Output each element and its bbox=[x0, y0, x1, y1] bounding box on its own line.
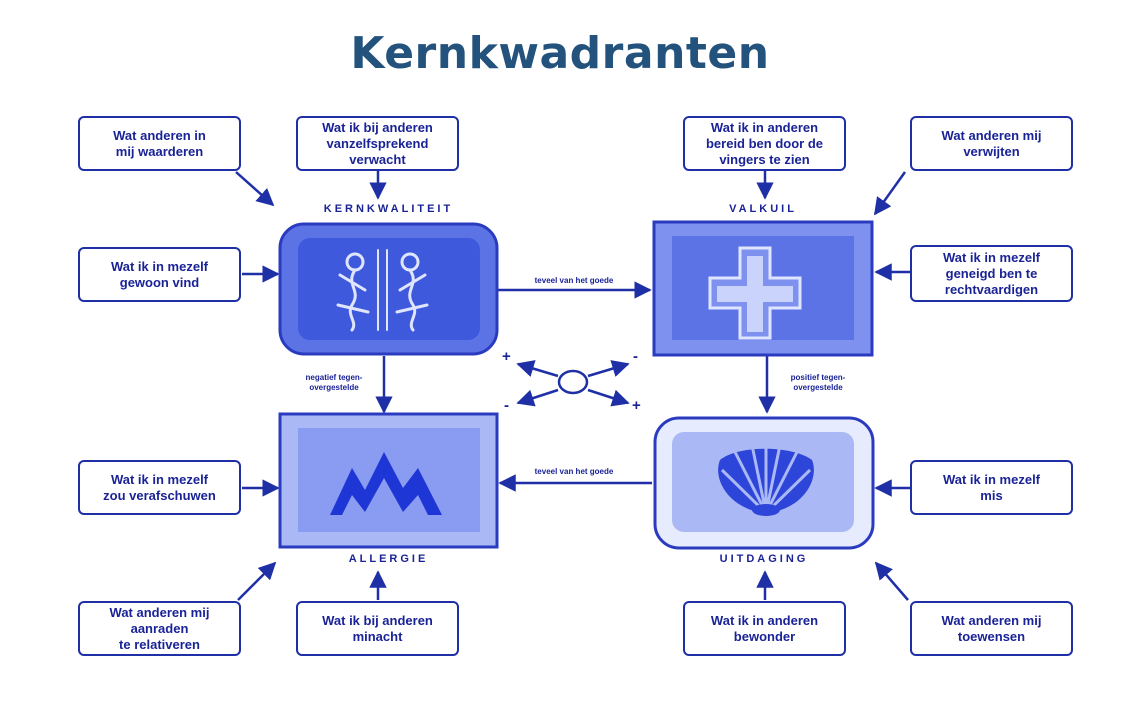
box-wat-anderen-in-mij-waarderen: Wat anderen in mij waarderen bbox=[78, 116, 241, 171]
box-wat-ik-bij-anderen-vanzelfsprekend: Wat ik bij anderen vanzelfsprekend verwa… bbox=[296, 116, 459, 171]
gemini-twins-icon bbox=[336, 249, 429, 332]
box-wat-anderen-mij-verwijten: Wat anderen mij verwijten bbox=[910, 116, 1073, 171]
box-wat-ik-bij-anderen-minacht: Wat ik bij anderen minacht bbox=[296, 601, 459, 656]
sign-plus-top-left: + bbox=[502, 348, 511, 365]
box-wat-ik-in-anderen-bereid: Wat ik in anderen bereid ben door de vin… bbox=[683, 116, 846, 171]
sign-minus-top-right: - bbox=[633, 348, 638, 365]
quadrant-label-allergie: ALLERGIE bbox=[348, 553, 429, 565]
box-wat-ik-in-anderen-bewonder: Wat ik in anderen bewonder bbox=[683, 601, 846, 656]
box-wat-ik-in-mezelf-geneigd: Wat ik in mezelf geneigd ben te rechtvaa… bbox=[910, 245, 1073, 302]
box-wat-ik-in-mezelf-verafschuwen: Wat ik in mezelf zou verafschuwen bbox=[78, 460, 241, 515]
quadrant-label-kernkwaliteit: KERNKWALITEIT bbox=[323, 203, 454, 215]
quadrant-label-uitdaging: UITDAGING bbox=[719, 553, 809, 565]
allergie-panel bbox=[278, 412, 499, 549]
sign-minus-bottom-left: - bbox=[504, 397, 509, 414]
edge-label-top: teveel van het goede bbox=[534, 276, 614, 285]
sign-plus-bottom-right: + bbox=[632, 397, 641, 414]
mountains-icon bbox=[330, 452, 442, 515]
box-wat-anderen-mij-toewensen: Wat anderen mij toewensen bbox=[910, 601, 1073, 656]
medical-cross-icon bbox=[708, 246, 802, 340]
box-wat-ik-in-mezelf-gewoon-vind: Wat ik in mezelf gewoon vind bbox=[78, 247, 241, 302]
valkuil-panel bbox=[652, 220, 874, 357]
uitdaging-panel bbox=[653, 416, 875, 550]
box-wat-anderen-mij-aanraden: Wat anderen mij aanraden te relativeren bbox=[78, 601, 241, 656]
scallop-shell-icon bbox=[718, 443, 814, 516]
quadrant-label-valkuil: VALKUIL bbox=[729, 203, 797, 215]
edge-label-left: negatief tegen- overgestelde bbox=[305, 373, 363, 392]
edge-label-bottom: teveel van het goede bbox=[534, 467, 614, 476]
box-wat-ik-in-mezelf-mis: Wat ik in mezelf mis bbox=[910, 460, 1073, 515]
kernkwaliteit-panel bbox=[278, 222, 499, 356]
edge-label-right: positief tegen- overgestelde bbox=[790, 373, 846, 392]
page-title: Kernkwadranten bbox=[350, 28, 770, 79]
